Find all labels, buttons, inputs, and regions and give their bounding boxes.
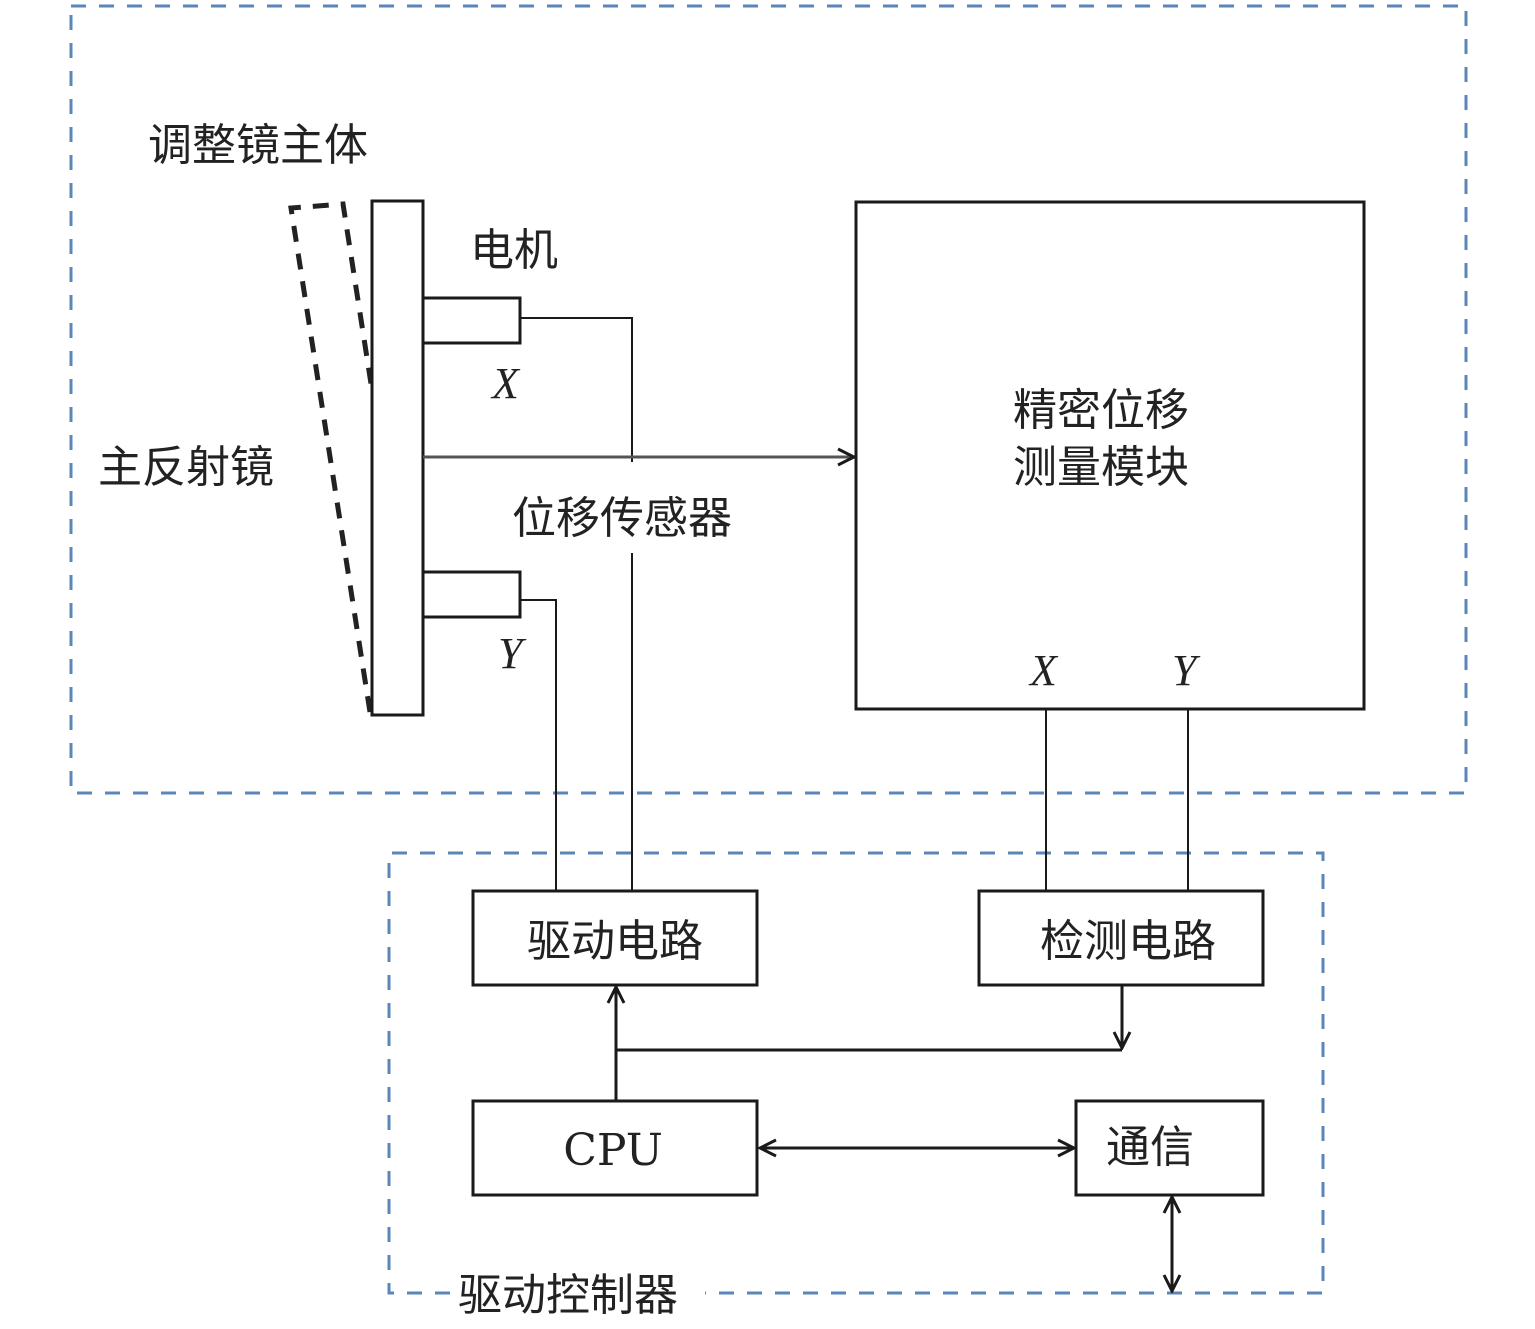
cpu-block: [471, 1099, 759, 1197]
wire-motor-x-to-drive: [520, 317, 633, 891]
mirror-support-plate: [370, 199, 425, 717]
motor-y-label: Y: [498, 629, 527, 678]
mirror-body-group-label: 调整镜主体: [148, 120, 368, 171]
detect-circuit-label: 检测电路: [1040, 916, 1216, 967]
displacement-sensor-label: 位移传感器: [512, 493, 732, 544]
measurement-module-block: [854, 200, 1366, 711]
motor-x-label: X: [490, 359, 521, 408]
measurement-port-y-label: Y: [1172, 646, 1201, 695]
measurement-module-title-line1: 精密位移: [1013, 385, 1189, 436]
motor-y-block: [421, 570, 522, 619]
primary-mirror-outline: [288, 201, 375, 713]
wire-motor-y-to-drive: [520, 599, 557, 891]
comm-label: 通信: [1106, 1122, 1194, 1173]
drive-circuit-label: 驱动电路: [527, 916, 703, 967]
drive-controller-group-label: 驱动控制器: [458, 1270, 678, 1321]
drive-circuit-block: [471, 889, 759, 987]
measurement-port-x-label: X: [1028, 646, 1059, 695]
detect-circuit-block: [977, 889, 1265, 987]
measurement-module-title-line2: 测量模块: [1013, 442, 1189, 493]
motor-label: 电机: [470, 225, 558, 276]
cpu-label: CPU: [563, 1125, 663, 1176]
motor-x-block: [421, 296, 522, 345]
primary-mirror-label: 主反射镜: [98, 442, 274, 493]
